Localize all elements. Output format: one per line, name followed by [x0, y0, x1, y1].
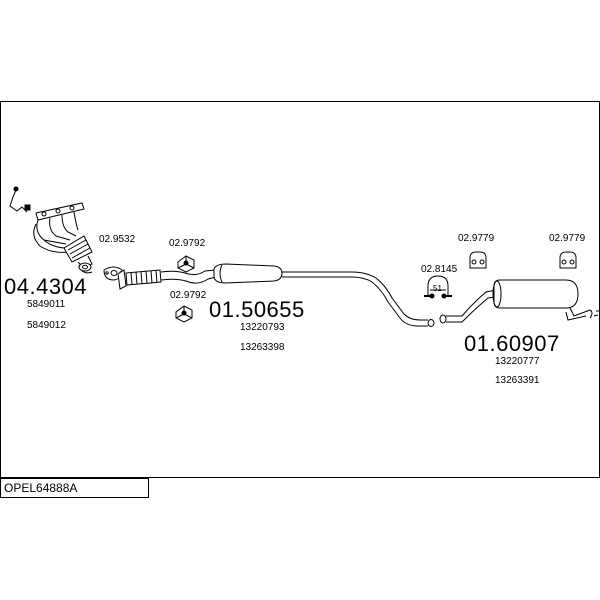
clamp-part-number: 02.8145 — [421, 264, 458, 275]
title-box: OPEL64888A — [0, 478, 149, 498]
rubber-mount-b-drawing — [175, 305, 193, 323]
manifold-oem-2: 5849012 — [27, 320, 66, 331]
rear-silencer-oem-1: 13220777 — [495, 356, 540, 367]
hanger-b-drawing — [559, 251, 577, 269]
rear-silencer-oem-2: 13263391 — [495, 375, 540, 386]
manifold-drawing — [9, 186, 93, 274]
manifold-part-number: 04.4304 — [4, 274, 88, 299]
rubber-mount-a-drawing — [177, 255, 195, 273]
front-pipe-drawing — [117, 263, 435, 327]
front-pipe-oem-1: 13220793 — [240, 322, 285, 333]
rear-silencer-part-number: 01.60907 — [464, 331, 560, 356]
diagram-title: OPEL64888A — [4, 481, 78, 495]
hanger-a-drawing — [469, 251, 487, 269]
hanger-a-part-number: 02.9779 — [458, 233, 495, 244]
front-pipe-oem-2: 13263398 — [240, 342, 285, 353]
rear-silencer-drawing — [439, 279, 600, 324]
clamp-drawing — [424, 275, 452, 299]
rubber-mount-a-part-number: 02.9792 — [169, 238, 206, 249]
rubber-mount-b-part-number: 02.9792 — [170, 290, 207, 301]
clamp-size-label: 51 — [433, 284, 442, 293]
front-pipe-part-number: 01.50655 — [209, 297, 305, 322]
gasket-part-number: 02.9532 — [99, 234, 136, 245]
hanger-b-part-number: 02.9779 — [549, 233, 586, 244]
manifold-oem-1: 5849011 — [27, 299, 66, 310]
